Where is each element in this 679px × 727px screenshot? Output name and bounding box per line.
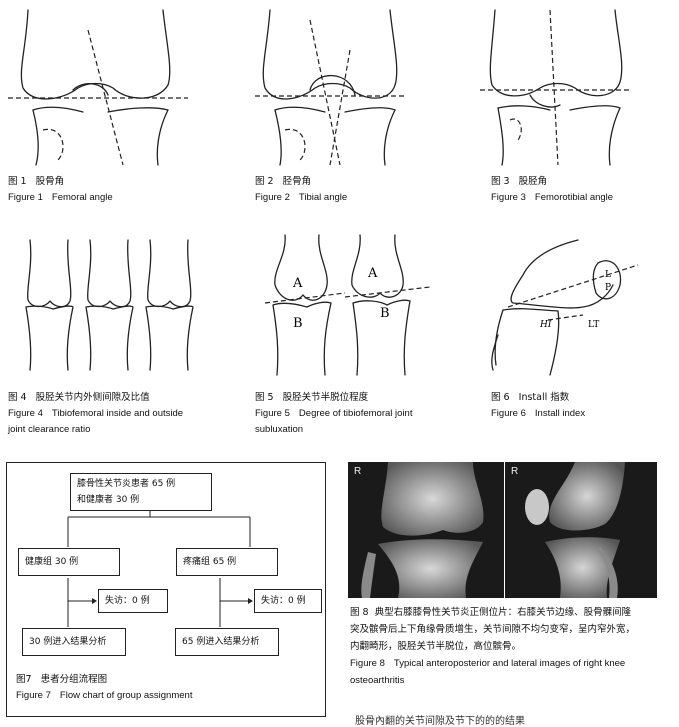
label-a-left: A xyxy=(292,276,303,291)
label-b-left: B xyxy=(293,316,303,331)
xray-lateral-r-label: R xyxy=(511,466,519,477)
figure-5-caption: 图 5 股胫关节半脱位程度 Figure 5 Degree of tibiofe… xyxy=(255,392,413,435)
figure-7-frame xyxy=(6,462,326,717)
flow-box-result-right: 65 例进入结果分析 xyxy=(175,628,279,656)
figure-7-caption: 图7 患者分组流程图 Figure 7 Flow chart of group … xyxy=(16,674,193,701)
figure-2-drawing xyxy=(255,9,405,166)
figure-4-drawing xyxy=(25,239,194,371)
flow-total-line2: 和健康者 30 例 xyxy=(77,495,140,505)
figure-6-drawing: L P HI LT xyxy=(491,239,639,376)
flow-box-result-left: 30 例进入结果分析 xyxy=(22,628,126,656)
label-a-right: A xyxy=(367,266,378,281)
flow-box-lost-left: 失访：0 例 xyxy=(98,589,168,613)
xray-ap-image: R xyxy=(348,462,504,598)
label-p: P xyxy=(605,283,611,293)
label-hi: HI xyxy=(539,320,552,330)
label-lt: LT xyxy=(588,320,599,330)
label-l: L xyxy=(605,270,611,280)
figure-8-caption: 图 8 典型右膝膝骨性关节炎正侧位片：右膝关节边缘、股骨髁间隆 突及髌骨后上下角… xyxy=(350,607,636,686)
figure-1-drawing xyxy=(8,9,188,166)
flow-total-line1: 膝骨性关节炎患者 65 例 xyxy=(77,479,176,489)
xray-ap-r-label: R xyxy=(354,466,362,477)
flow-box-lost-right: 失访：0 例 xyxy=(254,589,322,613)
figure-6-caption: 图 6 Install 指数 Figure 6 Install index xyxy=(491,392,586,419)
figure-3-drawing xyxy=(480,9,630,166)
figure-4-caption: 图 4 股胫关节内外侧间隙及比值 Figure 4 Tibiofemoral i… xyxy=(8,392,184,435)
xray-lateral-image: R xyxy=(505,462,657,598)
label-b-right: B xyxy=(380,306,390,321)
flow-box-pain: 疼痛组 65 例 xyxy=(176,548,278,576)
figure-3-caption: 图 3 股胫角 Figure 3 Femorotibial angle xyxy=(491,176,614,203)
flow-box-healthy: 健康组 30 例 xyxy=(18,548,120,576)
figure-2-caption: 图 2 胫骨角 Figure 2 Tibial angle xyxy=(255,176,348,203)
flow-box-total: 膝骨性关节炎患者 65 例 和健康者 30 例 xyxy=(70,473,212,511)
cutoff-text: 股骨內翻的关节间隙及节下的的的结果 xyxy=(355,716,525,727)
figure-1-caption: 图 1 股骨角 Figure 1 Femoral angle xyxy=(8,176,113,203)
figure-5-drawing: A B A B xyxy=(264,234,431,376)
